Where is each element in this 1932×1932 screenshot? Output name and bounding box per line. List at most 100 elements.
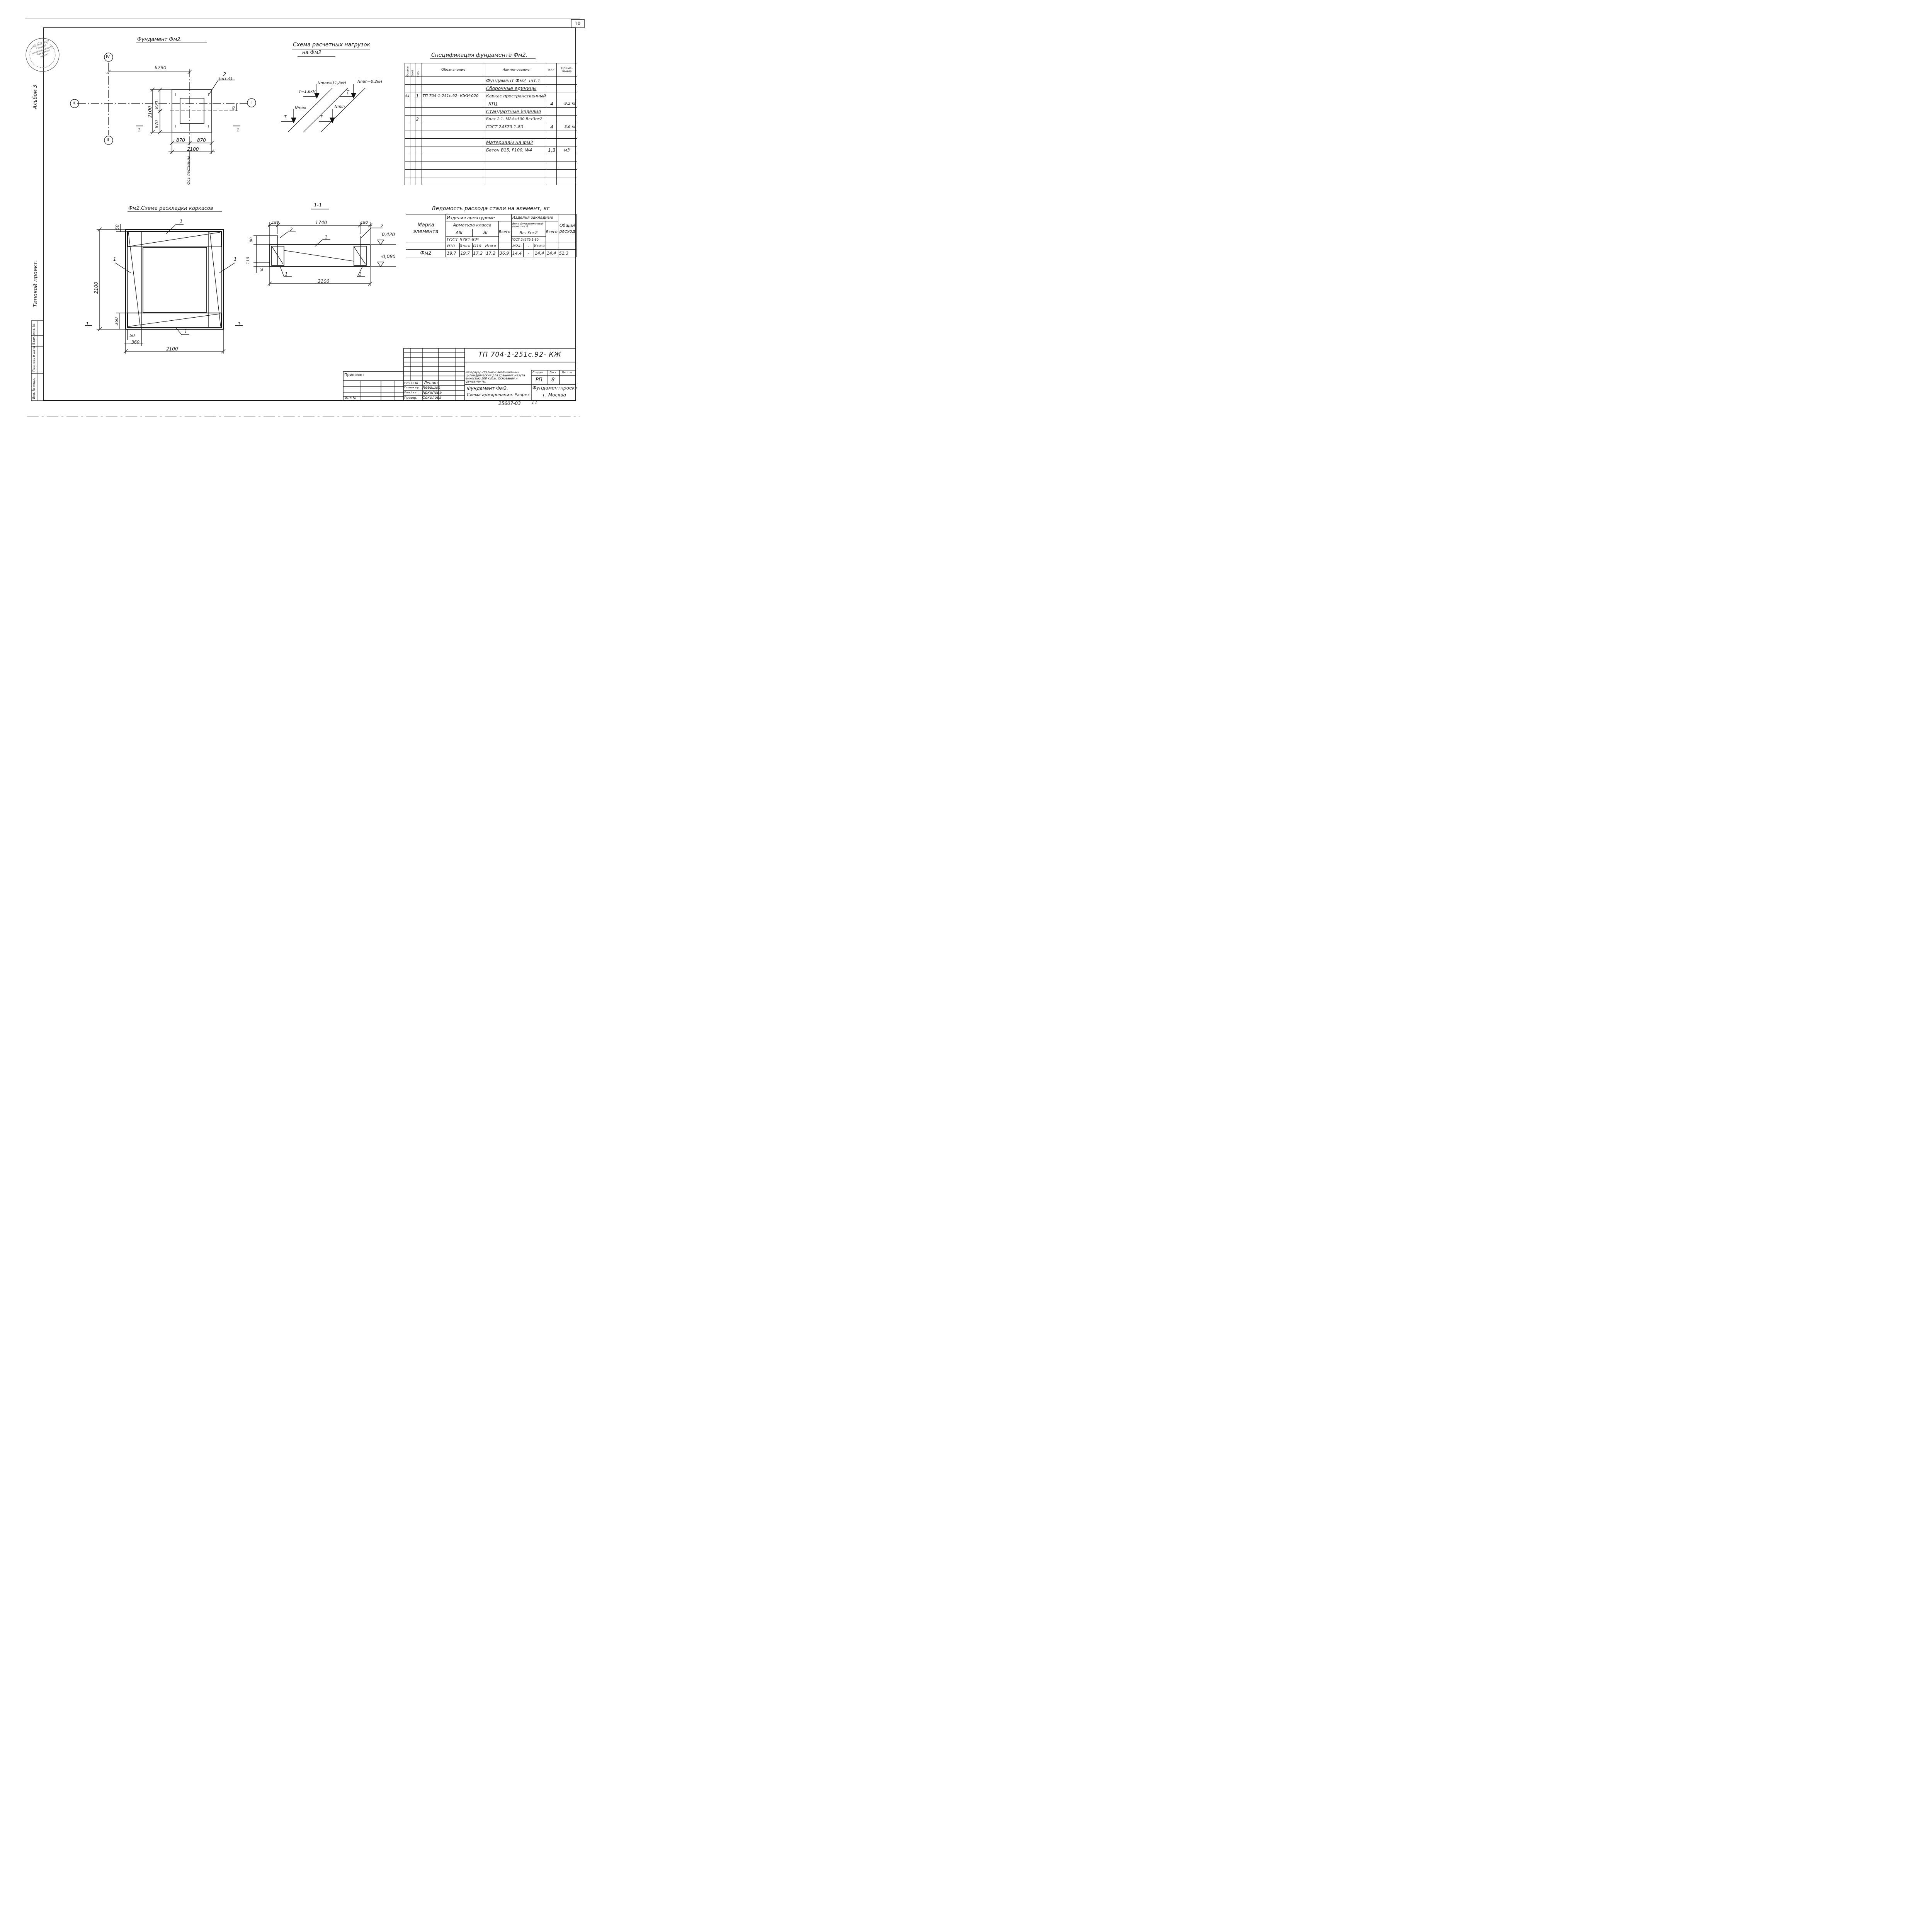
plan-pos-2-qty: (шт.4) bbox=[219, 76, 233, 81]
layout-pos-1-bot: 1 bbox=[184, 329, 187, 334]
person-1: Лешин bbox=[424, 381, 438, 385]
spec-h-zone: Зона bbox=[410, 63, 415, 77]
role-1: Нач.ПО4 bbox=[404, 381, 418, 385]
table-row: Фм2 19,7 19,7 17,2 17,2 36,9 14,4 - 14,4… bbox=[405, 249, 577, 257]
plan-view bbox=[70, 43, 256, 170]
plan-pos-2: 2 bbox=[223, 72, 226, 78]
section-elev-bot: -0,080 bbox=[381, 254, 396, 259]
layout-cut-left: 1 bbox=[86, 321, 89, 327]
steel-class-header: Арматура класса bbox=[446, 221, 499, 229]
steel-itog-a: Итого bbox=[459, 243, 473, 250]
doc-code: ТП 704-1-251с.92- КЖ bbox=[478, 351, 561, 359]
steel-armat-header: Изделия арматурные bbox=[446, 214, 512, 221]
steel-vsego-1: Всего bbox=[498, 221, 512, 243]
inv-label: Инв.№ bbox=[345, 396, 357, 400]
doc-title-line1: Фундамент Фм2. bbox=[467, 386, 508, 391]
tied-label: Привязан bbox=[344, 373, 364, 377]
spec-h-note: Приме-чание bbox=[556, 63, 577, 77]
spec-h-qty: Кол. bbox=[546, 63, 557, 77]
archive-number: 25607-03 bbox=[498, 401, 521, 406]
table-row: Материалы на Фм2 bbox=[405, 138, 577, 146]
plan-cut-right: 1 bbox=[236, 127, 240, 133]
layout-pos-1-left: 1 bbox=[113, 257, 116, 262]
role-2: Гл.инж.пр. bbox=[404, 386, 420, 389]
loads-title-line1: Схема расчетных нагрузок bbox=[293, 42, 371, 48]
table-row: Сборочные единицы bbox=[405, 84, 577, 92]
steel-a1: АI bbox=[472, 229, 499, 237]
steel-m24: М24 bbox=[511, 243, 524, 250]
layout-dim-360-v: 360 bbox=[114, 317, 119, 325]
dim-870-lower: 870 bbox=[154, 120, 159, 128]
table-row bbox=[405, 162, 577, 170]
section-title: 1-1 bbox=[314, 203, 322, 209]
steel-gost-1: ГОСТ 5781-82* bbox=[446, 236, 499, 243]
table-row bbox=[405, 177, 577, 185]
role-3: Инж.I кат. bbox=[404, 391, 419, 394]
steel-total-header: Общий расход bbox=[558, 214, 577, 243]
steel-dash-header: - bbox=[523, 243, 534, 250]
table-row: Фундамент Фм2- шт.1 bbox=[405, 77, 577, 85]
load-t-upper: T bbox=[347, 90, 349, 95]
loads-title-line2: на Фм2 bbox=[302, 50, 321, 56]
doc-title-line2: Схема армирования. Разрез bbox=[467, 392, 530, 397]
axis-iii-label: III bbox=[71, 101, 75, 105]
layout-dim-360-h: 360 bbox=[131, 340, 139, 345]
layout-dim-2100-h: 2100 bbox=[166, 346, 178, 352]
section-elev-top: 0,420 bbox=[382, 232, 395, 237]
dim-2100-vertical: 2100 bbox=[147, 106, 153, 118]
title-block-grid bbox=[343, 348, 576, 401]
steel-embed-header: Изделия закладные bbox=[511, 214, 558, 221]
section-pos-2-right: 2 bbox=[381, 223, 384, 228]
load-nmin-small: Nmin bbox=[335, 105, 345, 109]
stage-header: Стадия bbox=[532, 371, 543, 374]
loads-diagram bbox=[281, 49, 370, 133]
sheet-header: Лист bbox=[549, 371, 556, 374]
plan-title: Фундамент Фм2. bbox=[137, 37, 182, 43]
steel-a3: АIII bbox=[446, 229, 473, 237]
table-row bbox=[405, 154, 577, 162]
axis-iv-label: IV bbox=[106, 55, 110, 59]
margin-col-replace: Взам. инв. № bbox=[32, 323, 36, 345]
plan-cut-left: 1 bbox=[138, 127, 141, 133]
stamp-circle bbox=[26, 38, 60, 72]
person-2: Левашов bbox=[422, 386, 440, 390]
layout-pos-1-top: 1 bbox=[180, 219, 183, 224]
section-dim-1740: 1740 bbox=[315, 220, 327, 225]
layout-pos-1-right: 1 bbox=[234, 257, 237, 262]
layout-dim-2100-v: 2100 bbox=[94, 282, 99, 294]
section-dim-2100: 2100 bbox=[318, 279, 330, 284]
steel-title: Ведомость расхода стали на элемент, кг bbox=[432, 206, 550, 212]
steel-vsego-2: Всего bbox=[545, 221, 558, 243]
load-t-right: T bbox=[320, 114, 323, 119]
margin-col-sign: Подпись и дата bbox=[32, 346, 36, 372]
section-dim-180-right: 180 bbox=[361, 221, 368, 225]
steel-mark-header: Марка элемента bbox=[405, 214, 446, 243]
person-3: Архипова bbox=[422, 391, 442, 395]
section-pos-1-left: 1 bbox=[285, 271, 288, 277]
section-dim-80: 80 bbox=[249, 237, 253, 242]
axis-ii-label: II bbox=[107, 138, 109, 142]
dim-2100-horizontal: 2100 bbox=[187, 146, 199, 152]
load-nmax-small: Nmax bbox=[295, 106, 306, 110]
steel-vst: Вст3пс2 bbox=[511, 229, 546, 237]
spec-h-pos: Поз. bbox=[415, 63, 422, 77]
load-t-left: T bbox=[284, 114, 287, 119]
axis-i-label: I bbox=[250, 100, 252, 105]
layout-cut-right: 1 bbox=[238, 321, 241, 327]
section-view bbox=[253, 209, 396, 286]
table-row bbox=[405, 131, 577, 139]
steel-itog-b: Итого bbox=[485, 243, 499, 250]
layout-dim-50-top: 50 bbox=[115, 224, 120, 230]
steel-d10-b: Ø10 bbox=[472, 243, 485, 250]
dim-870-left: 870 bbox=[176, 138, 185, 143]
steel-gost-2: ГОСТ 24379.1-80 bbox=[511, 236, 546, 243]
stair-axis-label: Ось лестницы bbox=[187, 156, 191, 185]
load-nmax: Nmax=11,8кН bbox=[318, 81, 346, 85]
load-nmin: Nmin=0,2кН bbox=[357, 80, 383, 84]
section-pos-2-left: 2 bbox=[290, 227, 293, 232]
